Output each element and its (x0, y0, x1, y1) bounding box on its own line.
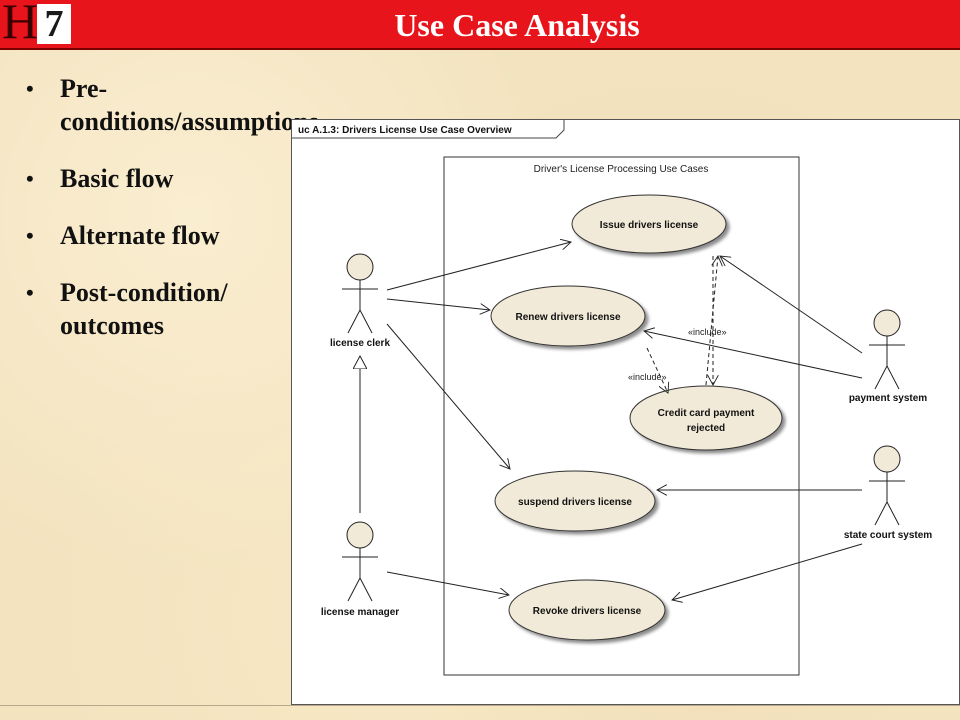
use-case-credit-label-2: rejected (687, 423, 725, 434)
bullet-item: • Alternate flow (22, 219, 292, 252)
bullet-text: Alternate flow (60, 221, 220, 250)
actor-license-clerk-label: license clerk (330, 338, 390, 349)
bullet-item: • Pre-conditions/assumptions (22, 72, 319, 138)
assoc-manager-revoke (386, 571, 509, 595)
use-case-diagram: uc A.1.3: Drivers License Use Case Overv… (291, 119, 960, 705)
use-case-issue-label: Issue drivers license (600, 220, 699, 231)
logo-h-glyph: H (2, 0, 39, 49)
bullet-dot: • (26, 166, 34, 191)
actor-license-manager-label: license manager (321, 607, 399, 618)
frame-tab (292, 120, 565, 139)
assoc-clerk-renew (386, 298, 490, 310)
hl7-logo: H 7 (0, 0, 74, 48)
bottom-divider (0, 705, 960, 706)
assoc-court-revoke (672, 543, 863, 600)
include-renew-credit (646, 347, 668, 393)
use-case-suspend-label: suspend drivers license (518, 497, 632, 508)
use-case-renew: Renew drivers license (490, 285, 646, 347)
logo-7-glyph: 7 (37, 4, 71, 44)
bullet-dot: • (26, 223, 34, 248)
use-case-revoke: Revoke drivers license (508, 579, 666, 641)
slide-title: Use Case Analysis (394, 7, 640, 43)
use-case-credit-card-rejected: Credit card payment rejected (629, 385, 783, 451)
include-credit-issue (705, 256, 718, 386)
frame-title: uc A.1.3: Drivers License Use Case Overv… (298, 125, 512, 136)
boundary-title: Driver's License Processing Use Cases (534, 164, 709, 175)
bullet-dot: • (26, 76, 34, 101)
actor-license-manager (342, 521, 378, 602)
use-case-suspend: suspend drivers license (494, 470, 656, 532)
include-label-2: «include» (628, 372, 667, 382)
assoc-payment-renew (644, 331, 863, 379)
actor-payment-system-label: payment system (849, 393, 927, 404)
use-case-issue: Issue drivers license (571, 194, 727, 254)
bullet-list: •Pre-conditions/assumptions •Basic flow … (22, 72, 319, 366)
assoc-payment-issue (720, 256, 863, 354)
actor-payment-system (869, 309, 905, 390)
bullet-item: • Basic flow (22, 162, 292, 195)
use-case-renew-label: Renew drivers license (515, 312, 620, 323)
use-case-revoke-label: Revoke drivers license (533, 606, 642, 617)
use-case-credit-label-1: Credit card payment (658, 408, 755, 419)
assoc-clerk-issue (386, 242, 571, 291)
assoc-clerk-suspend (386, 323, 510, 469)
bullet-text: Pre-conditions/assumptions (60, 74, 319, 136)
actor-state-court-system-label: state court system (844, 530, 932, 541)
title-bar: H 7 Use Case Analysis (0, 0, 960, 50)
bullet-dot: • (26, 280, 34, 305)
actor-state-court-system (869, 445, 905, 526)
actor-license-clerk (342, 253, 378, 334)
diagram-canvas: uc A.1.3: Drivers License Use Case Overv… (292, 120, 932, 676)
include-label-1: «include» (688, 327, 727, 337)
bullet-text: Basic flow (60, 164, 174, 193)
bullet-item: • Post-condition/ outcomes (22, 276, 292, 342)
bullet-text: Post-condition/ outcomes (60, 278, 228, 340)
